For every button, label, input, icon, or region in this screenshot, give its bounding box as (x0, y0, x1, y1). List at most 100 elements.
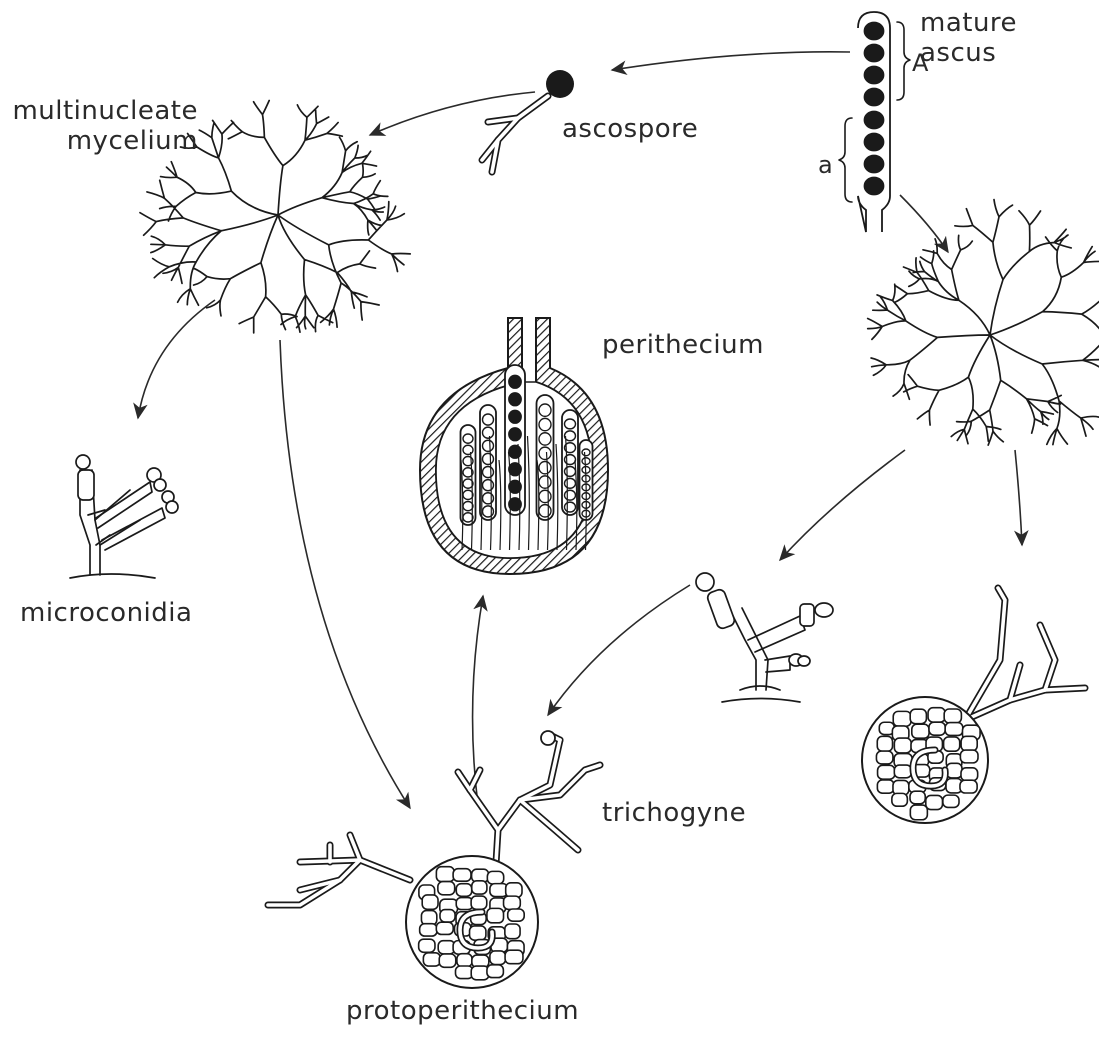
cell (894, 738, 911, 753)
arrow-ascus-to-ascospore (612, 52, 850, 70)
germinating-ascospore (482, 70, 574, 172)
cell (456, 884, 471, 897)
cell (421, 911, 436, 925)
cell (943, 795, 959, 807)
cell (910, 791, 925, 804)
ascospore-in-ascus (483, 414, 494, 425)
cell (926, 795, 943, 809)
arrow-mycelium-to-protoperithecium (280, 340, 410, 808)
cell (946, 763, 962, 778)
trichogyne-hypha-core (520, 800, 578, 850)
arrow-mycelium-to-microconidia (138, 300, 215, 418)
cell (945, 723, 963, 736)
cell (928, 708, 945, 723)
cell (438, 941, 455, 954)
label-ascospore: ascospore (562, 114, 698, 144)
label-multinucleate-mycelium: multinucleate mycelium (6, 96, 198, 156)
cell (877, 780, 894, 793)
ascospore-in-ascus (508, 374, 523, 390)
protoperithecium-bottom (268, 731, 600, 988)
cell (436, 867, 454, 882)
cell (487, 908, 504, 922)
cell (912, 724, 929, 738)
ascospore-in-ascus (508, 427, 523, 443)
ascospore-in-ascus (539, 447, 551, 459)
label-perithecium: perithecium (602, 330, 764, 360)
cell (960, 750, 978, 763)
ascospore-in-ascus (582, 449, 590, 456)
cell (877, 736, 892, 751)
cell (487, 871, 503, 884)
label-mark-A: A (912, 48, 929, 78)
conidium-on-trichogyne (541, 731, 555, 745)
cell (944, 709, 961, 723)
ascospore-in-ascus (483, 480, 494, 491)
cell (910, 805, 927, 820)
cell (508, 909, 524, 921)
cell (455, 966, 472, 979)
arrow-conidia-to-protoperithecium (548, 585, 690, 715)
cell (893, 711, 911, 726)
ascospore-in-ascus (508, 409, 523, 425)
arrow-ascus-to-mycelium-right (900, 195, 948, 252)
ascospore-in-ascus (539, 418, 551, 430)
trichogyne-hypha-core (498, 740, 560, 830)
cell (961, 768, 978, 781)
ascospore-in-ascus (483, 453, 494, 464)
arrow-right-mycelium-to-protoperithecium (1015, 450, 1022, 545)
cell (487, 965, 503, 978)
ascospore-in-ascus (582, 458, 590, 465)
cell (961, 736, 977, 751)
label-trichogyne: trichogyne (602, 798, 746, 828)
cell (876, 751, 892, 764)
conidiophore-right (696, 573, 833, 702)
cell (960, 780, 977, 793)
cell (457, 954, 472, 967)
cell (892, 793, 908, 806)
ascospore-in-ascus (483, 427, 494, 438)
cell (894, 765, 911, 778)
mycelium-right (868, 200, 1099, 446)
ascospore-in-ascus (463, 513, 473, 522)
cell (470, 926, 486, 940)
ascospore-in-ascus (483, 467, 494, 478)
ascospore-in-ascus (565, 467, 576, 477)
cell (471, 896, 487, 909)
ascospore-in-ascus (539, 490, 551, 502)
cell (453, 869, 471, 882)
cell (423, 953, 440, 966)
cell (506, 883, 522, 898)
ascospore-in-ascus (463, 502, 473, 511)
label-protoperithecium: protoperithecium (346, 996, 579, 1026)
ascospore-in-ascus (539, 433, 551, 445)
ascospore-in-ascus (539, 462, 551, 474)
ascospore-in-ascus (565, 490, 576, 500)
cell (505, 924, 520, 939)
ascospore-in-ascus (463, 445, 473, 454)
label-mark-a: a (818, 150, 833, 180)
cell (438, 882, 455, 895)
microconidia-drawing (70, 455, 178, 578)
cell (878, 765, 895, 779)
ascospore-in-ascus (463, 490, 473, 499)
perithecium (420, 318, 608, 574)
ascospore-in-ascus (539, 404, 551, 416)
cell (929, 722, 945, 735)
cell (944, 737, 960, 751)
mycelium-hyphae (868, 200, 1099, 446)
ascospore-in-ascus (565, 502, 576, 512)
mature-ascus (839, 12, 910, 232)
ascospore-in-ascus (463, 434, 473, 443)
ascospore-in-ascus (508, 444, 523, 460)
cell (420, 924, 437, 936)
protoperithecium-right (862, 588, 1085, 823)
ascospore-in-ascus (565, 478, 576, 488)
ascospore-in-ascus (508, 392, 523, 408)
ascospore-in-ascus (565, 419, 576, 429)
ascospore-in-ascus (539, 476, 551, 488)
cell (439, 954, 456, 967)
arrow-right-mycelium-to-conidia (780, 450, 905, 560)
cell (422, 895, 438, 909)
cell (505, 950, 523, 964)
